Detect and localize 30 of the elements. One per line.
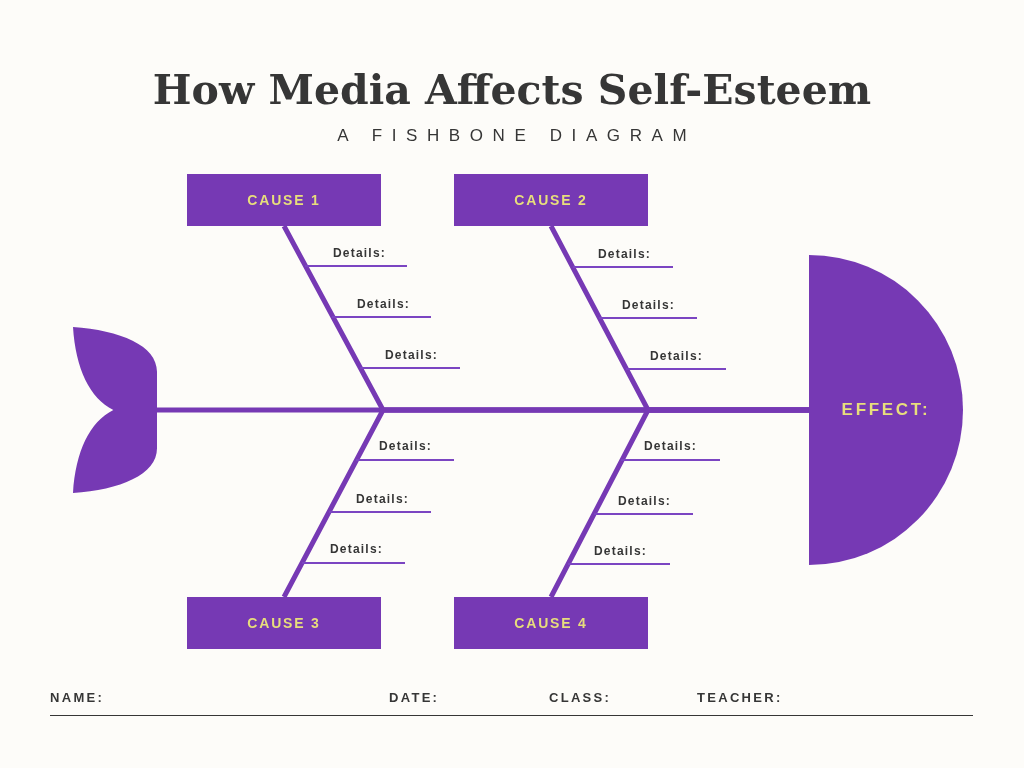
detail-label: Details: — [333, 245, 386, 261]
detail-label: Details: — [594, 543, 647, 559]
cause-label: CAUSE 3 — [247, 614, 321, 633]
bone-line — [548, 407, 809, 599]
detail-label: Details: — [598, 246, 651, 262]
cause-label: CAUSE 4 — [514, 614, 588, 633]
subtitle: A FISHBONE DIAGRAM — [336, 126, 697, 146]
field-label: NAME: — [50, 690, 105, 706]
cause-label: CAUSE 2 — [514, 191, 588, 210]
effect-head — [809, 255, 963, 565]
field-label: CLASS: — [549, 690, 612, 706]
fish-tail — [73, 327, 157, 493]
cause-box — [454, 597, 648, 649]
field-label: DATE: — [389, 690, 440, 706]
field-label: TEACHER: — [697, 690, 783, 706]
cause-box — [187, 597, 381, 649]
cause-box — [187, 174, 381, 226]
detail-label: Details: — [357, 296, 410, 312]
detail-label: Details: — [622, 297, 675, 313]
detail-label: Details: — [650, 348, 703, 364]
detail-label: Details: — [379, 438, 432, 454]
detail-label: Details: — [618, 493, 671, 509]
cause-box — [454, 174, 648, 226]
detail-label: Details: — [330, 541, 383, 557]
effect-label: EFFECT: — [841, 400, 931, 420]
title: How Media Affects Self-Esteem — [152, 65, 872, 116]
detail-label: Details: — [385, 347, 438, 363]
cause-label: CAUSE 1 — [247, 191, 321, 210]
detail-label: Details: — [644, 438, 697, 454]
detail-label: Details: — [356, 491, 409, 507]
